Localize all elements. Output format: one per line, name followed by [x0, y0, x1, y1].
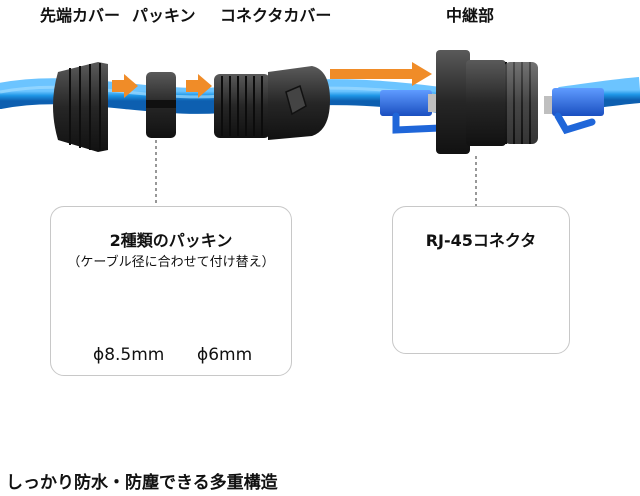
arrow-1 [112, 74, 138, 98]
packing-panel: 2種類のパッキン （ケーブル径に合わせて付け替え） ϕ8.5mm ϕ6mm [50, 206, 292, 376]
plug-right [544, 88, 604, 135]
packing-size-8-5: ϕ8.5mm [93, 345, 165, 365]
arrow-long [330, 62, 432, 86]
arrow-2 [186, 74, 212, 98]
rj45-panel-title: RJ-45コネクタ [425, 231, 537, 250]
label-relay: 中継部 [446, 6, 495, 25]
packing-size-6: ϕ6mm [197, 345, 253, 365]
packing-part [146, 72, 176, 138]
plug-left [380, 90, 444, 134]
rj45-panel: RJ-45コネクタ [392, 206, 570, 354]
label-packing: パッキン [132, 6, 196, 25]
footer-caption: しっかり防水・防塵できる多重構造 [6, 473, 278, 493]
end-cover [53, 62, 108, 152]
packing-panel-title: 2種類のパッキン [109, 231, 233, 250]
label-connector-cover: コネクタカバー [220, 6, 332, 25]
label-end-cover: 先端カバー [40, 6, 121, 25]
packing-panel-subtitle: （ケーブル径に合わせて付け替え） [67, 255, 275, 270]
connector-cover [214, 66, 330, 140]
relay-part [436, 50, 538, 154]
